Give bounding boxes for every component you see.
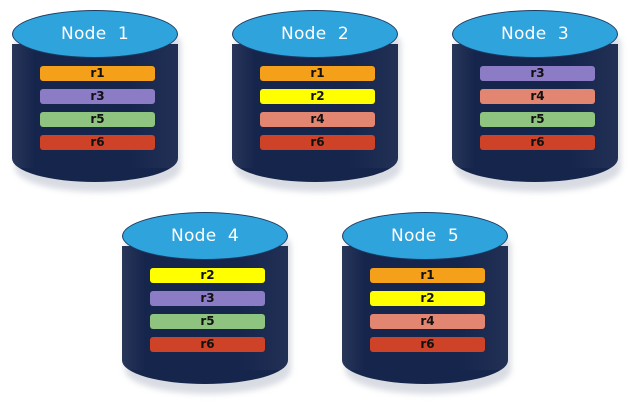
node-label: Node 3: [500, 24, 570, 44]
replica-list: r1 r3 r5 r6: [40, 66, 155, 150]
node-label: Node 4: [170, 226, 240, 246]
replica-bar-r1[interactable]: r1: [370, 268, 485, 283]
replica-bar-r6[interactable]: r6: [370, 337, 485, 352]
node-cylinder-3[interactable]: Node 3 r3 r4 r5 r6: [452, 10, 621, 192]
replica-bar-r3[interactable]: r3: [150, 291, 265, 306]
replica-bar-r4[interactable]: r4: [480, 89, 595, 104]
replica-bar-r5[interactable]: r5: [40, 112, 155, 127]
replica-list: r1 r2 r4 r6: [370, 268, 485, 352]
cylinder-top-ellipse: [232, 10, 398, 58]
replica-bar-r1[interactable]: r1: [40, 66, 155, 81]
node-cylinder-1[interactable]: Node 1 r1 r3 r5 r6: [12, 10, 181, 192]
cylinder-top-ellipse: [342, 212, 508, 260]
cylinder-top-ellipse: [452, 10, 618, 58]
replica-bar-r2[interactable]: r2: [260, 89, 375, 104]
replica-bar-r4[interactable]: r4: [370, 314, 485, 329]
cylinder-top-ellipse: [122, 212, 288, 260]
replica-bar-r2[interactable]: r2: [370, 291, 485, 306]
replica-list: r2 r3 r5 r6: [150, 268, 265, 352]
replica-list: r3 r4 r5 r6: [480, 66, 595, 150]
replica-bar-r1[interactable]: r1: [260, 66, 375, 81]
node-cylinder-2[interactable]: Node 2 r1 r2 r4 r6: [232, 10, 401, 192]
node-cylinder-5[interactable]: Node 5 r1 r2 r4 r6: [342, 212, 511, 394]
cylinder-top-ellipse: [12, 10, 178, 58]
node-label: Node 2: [280, 24, 350, 44]
replica-list: r1 r2 r4 r6: [260, 66, 375, 150]
replica-bar-r6[interactable]: r6: [150, 337, 265, 352]
replica-bar-r3[interactable]: r3: [40, 89, 155, 104]
node-label: Node 5: [390, 226, 460, 246]
node-label: Node 1: [60, 24, 130, 44]
replica-bar-r5[interactable]: r5: [480, 112, 595, 127]
replica-bar-r3[interactable]: r3: [480, 66, 595, 81]
node-cylinder-4[interactable]: Node 4 r2 r3 r5 r6: [122, 212, 291, 394]
replica-bar-r2[interactable]: r2: [150, 268, 265, 283]
replica-bar-r5[interactable]: r5: [150, 314, 265, 329]
replica-bar-r6[interactable]: r6: [40, 135, 155, 150]
replica-bar-r6[interactable]: r6: [480, 135, 595, 150]
replica-bar-r6[interactable]: r6: [260, 135, 375, 150]
replica-bar-r4[interactable]: r4: [260, 112, 375, 127]
